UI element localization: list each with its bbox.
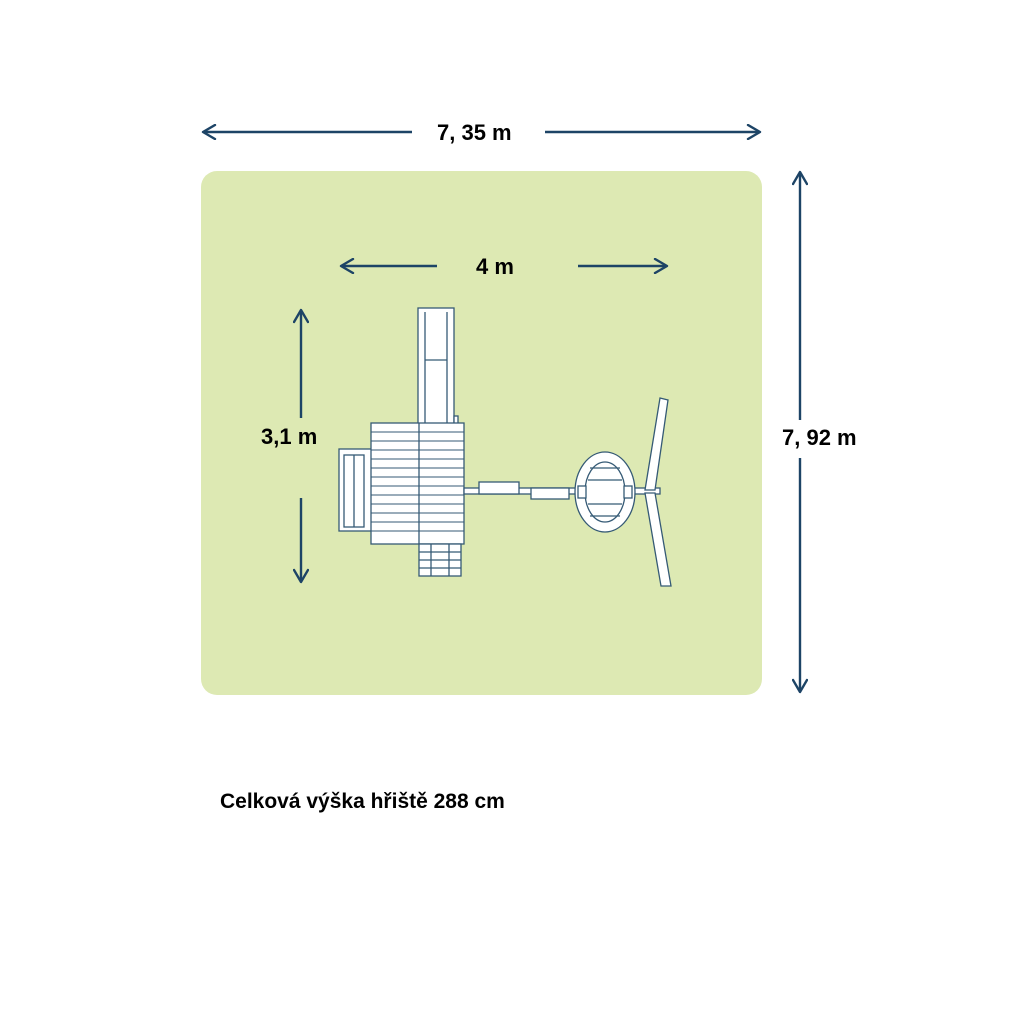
swing-a-frame — [644, 397, 672, 587]
bottom-steps — [418, 543, 462, 577]
deck — [370, 422, 465, 545]
deck-boards — [371, 431, 464, 532]
total-height-note: Celková výška hřiště 288 cm — [220, 790, 505, 813]
area-depth-label: 7, 92 m — [780, 425, 859, 450]
swing-seat — [574, 451, 636, 533]
playset-top-view — [338, 307, 672, 587]
playset-width-label: 4 m — [470, 256, 520, 278]
playset-depth-label: 3,1 m — [259, 424, 320, 449]
safety-area — [201, 171, 762, 695]
side-ladder — [338, 448, 373, 532]
dimension-arrows — [203, 132, 800, 692]
swing-beam — [463, 481, 661, 500]
slide — [417, 307, 459, 429]
area-width-label: 7, 35 m — [433, 122, 516, 144]
